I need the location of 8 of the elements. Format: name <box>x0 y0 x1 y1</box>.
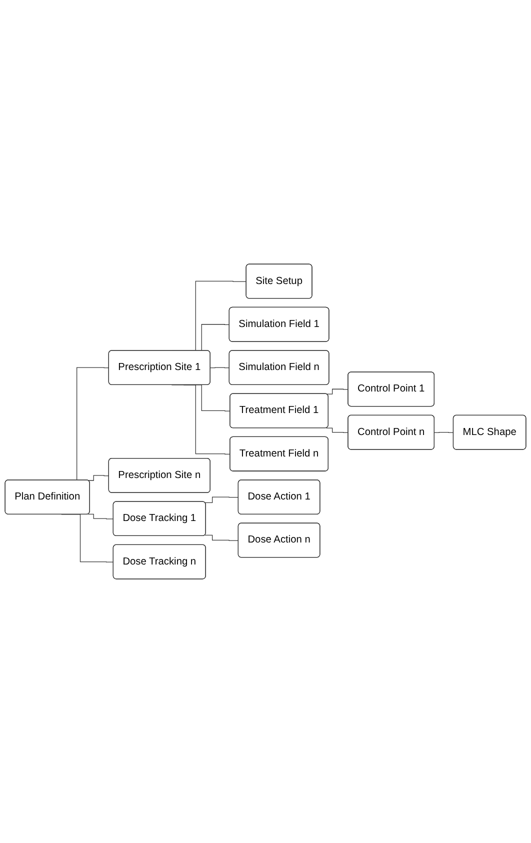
connector <box>204 534 239 541</box>
connector <box>210 367 230 368</box>
connector <box>326 388 349 394</box>
connector <box>204 496 239 504</box>
connector <box>434 432 454 433</box>
connector <box>326 428 349 433</box>
connector <box>88 475 110 481</box>
connector <box>88 514 114 520</box>
